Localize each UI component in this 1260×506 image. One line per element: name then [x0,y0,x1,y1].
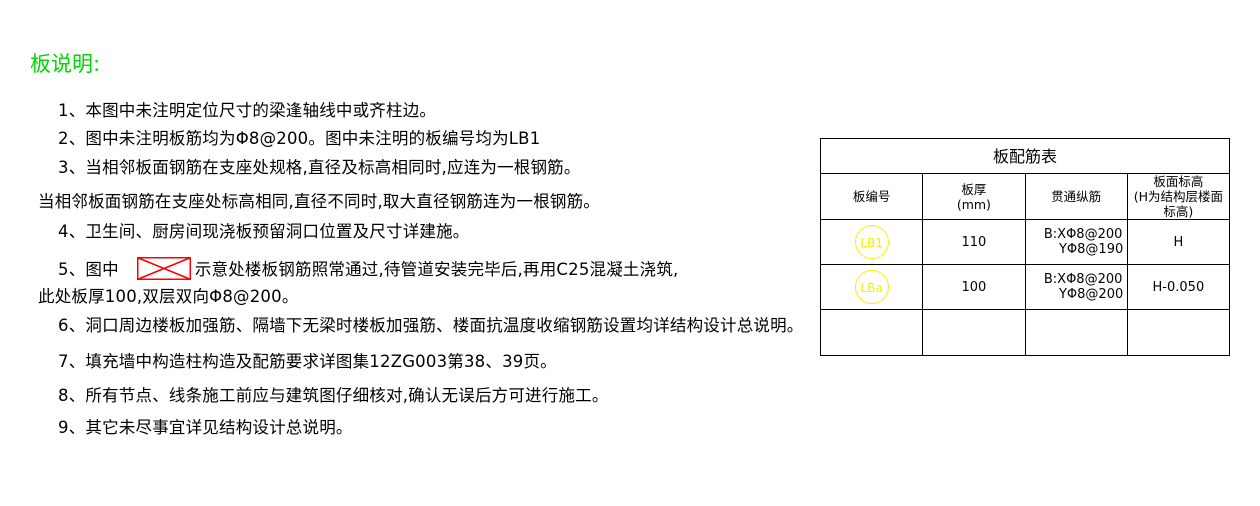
note-item-7: 7、填充墙中构造柱构造及配筋要求详图集12ZG003第38、39页。 [58,352,557,371]
cell-plate-elevation: H [1126,219,1231,265]
cell-plate-elevation [1126,309,1231,356]
note-item-5-continuation: 此处板厚100,双层双向Φ8@200。 [38,287,299,306]
header-plate-id: 板编号 [819,173,924,220]
header-thickness-unit: (mm) [956,196,991,212]
table-header-row: 板编号 板厚 (mm) 贯通纵筋 板面标高 (H为结构层楼面标高) [819,173,1231,220]
note-item-4: 4、卫生间、厨房间现浇板预留洞口位置及尺寸详建施。 [58,222,470,241]
note-item-6: 6、洞口周边楼板加强筋、隔墙下无梁时楼板加强筋、楼面抗温度收缩钢筋设置均详结构设… [58,316,804,335]
cell-through-rebar: B:XΦ8@200 YΦ8@190 [1024,219,1128,265]
header-elevation-sub: (H为结构层楼面标高) [1133,189,1224,219]
plate-rebar-table: 板配筋表 板编号 板厚 (mm) 贯通纵筋 板面标高 (H为结构层楼面标高) L… [819,138,1231,356]
rebar-line-1: B:XΦ8@200 [1043,227,1123,242]
cell-through-rebar [1024,309,1128,356]
table-row-empty [819,309,1231,356]
plate-id-tag: LBa [854,270,889,304]
note-item-5: 5、图中 示意处楼板钢筋照常通过,待管道安装完毕后,再用C25混凝土浇筑, [58,257,678,280]
rebar-line-1: B:XΦ8@200 [1043,272,1123,287]
cell-plate-thickness [922,309,1026,356]
header-plate-elevation: 板面标高 (H为结构层楼面标高) [1126,173,1231,220]
notes-title: 板说明: [30,52,101,76]
rebar-line-2: YΦ8@190 [1058,242,1124,257]
rebar-line-2: YΦ8@200 [1058,287,1124,302]
table-row: LB1 110 B:XΦ8@200 YΦ8@190 H [819,219,1231,265]
header-plate-thickness: 板厚 (mm) [922,173,1026,220]
cell-plate-id: LB1 [819,219,924,265]
cell-plate-elevation: H-0.050 [1126,264,1231,310]
note-item-3-continuation: 当相邻板面钢筋在支座处标高相同,直径不同时,取大直径钢筋连为一根钢筋。 [38,192,600,211]
header-through-rebar: 贯通纵筋 [1024,173,1128,220]
cell-plate-thickness: 110 [922,219,1026,265]
table-row: LBa 100 B:XΦ8@200 YΦ8@200 H-0.050 [819,264,1231,310]
note-item-5-prefix: 5、图中 [58,260,119,279]
table-title: 板配筋表 [820,138,1230,174]
note-item-5-suffix: 示意处楼板钢筋照常通过,待管道安装完毕后,再用C25混凝土浇筑, [194,260,679,279]
cell-plate-id: LBa [819,264,924,310]
plate-notes-block: 板说明: 1、本图中未注明定位尺寸的梁逢轴线中或齐柱边。 2、图中未注明板筋均为… [30,52,803,437]
note-item-2: 2、图中未注明板筋均为Φ8@200。图中未注明的板编号均为LB1 [58,129,541,148]
cell-plate-thickness: 100 [922,264,1026,310]
cell-through-rebar: B:XΦ8@200 YΦ8@200 [1024,264,1128,310]
note-item-3: 3、当相邻板面钢筋在支座处规格,直径及标高相同时,应连为一根钢筋。 [58,158,581,177]
note-item-8: 8、所有节点、线条施工前应与建筑图仔细核对,确认无误后方可进行施工。 [58,386,609,405]
header-elevation-main: 板面标高 [1153,174,1204,189]
note-item-9: 9、其它未尽事宜详见结构设计总说明。 [58,418,353,437]
note-item-1: 1、本图中未注明定位尺寸的梁逢轴线中或齐柱边。 [58,101,437,120]
header-thickness-main: 板厚 [961,181,987,197]
plate-id-tag: LB1 [854,225,889,259]
table-title-row: 板配筋表 [820,138,1230,174]
cell-plate-id [819,309,924,356]
red-crossed-box-icon [136,257,191,280]
